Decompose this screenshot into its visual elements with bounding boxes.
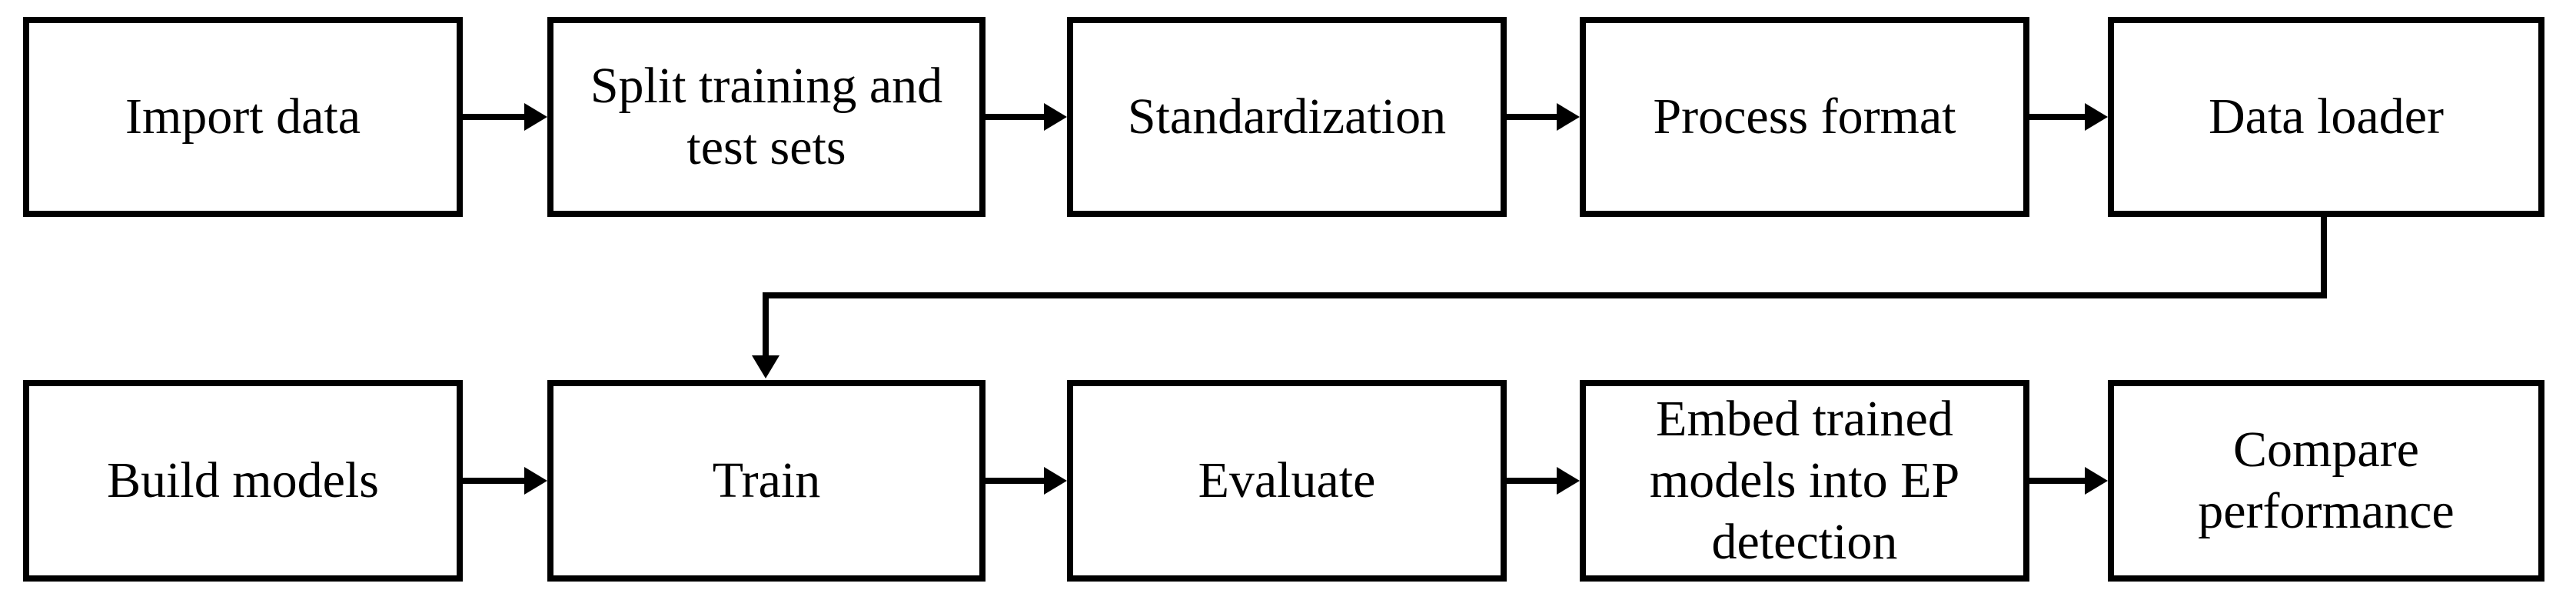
node-standardization-label: Standardization [1127, 88, 1447, 145]
node-embed-ep-detection: Embed trained models into EP detection [1580, 380, 2029, 582]
arrow-build-to-train-head-icon [524, 467, 547, 495]
node-embed-ep-detection-label: Embed trained models into EP detection [1649, 391, 1960, 570]
node-import-data-label: Import data [125, 88, 361, 145]
arrow-import-to-split-shaft [463, 114, 527, 120]
arrow-train-to-evaluate-shaft [986, 478, 1047, 484]
arrow-evaluate-to-embed-shaft [1507, 478, 1560, 484]
node-process-format-label: Process format [1653, 88, 1956, 145]
arrow-build-to-train-shaft [463, 478, 527, 484]
node-evaluate: Evaluate [1067, 380, 1507, 582]
connector-dataloader-train-vertical-entry [763, 292, 769, 357]
arrow-embed-to-compare-shaft [2029, 478, 2088, 484]
node-split-train-test: Split training and test sets [547, 17, 986, 217]
arrow-standardization-to-process-shaft [1507, 114, 1560, 120]
node-process-format: Process format [1580, 17, 2029, 217]
connector-dataloader-train-head-icon [752, 355, 779, 378]
node-build-models-label: Build models [107, 452, 379, 508]
node-build-models: Build models [23, 380, 463, 582]
node-import-data: Import data [23, 17, 463, 217]
arrow-embed-to-compare-head-icon [2085, 467, 2108, 495]
arrow-process-to-dataloader-head-icon [2085, 103, 2108, 131]
node-train-label: Train [712, 452, 821, 508]
arrow-evaluate-to-embed-head-icon [1557, 467, 1580, 495]
node-compare-performance-label: Compare performance [2198, 422, 2455, 539]
arrow-import-to-split-head-icon [524, 103, 547, 131]
arrow-split-to-standardization-head-icon [1044, 103, 1067, 131]
arrow-process-to-dataloader-shaft [2029, 114, 2088, 120]
connector-dataloader-train-vertical-drop [2321, 217, 2327, 298]
arrow-train-to-evaluate-head-icon [1044, 467, 1067, 495]
connector-dataloader-train-horizontal-run [763, 292, 2327, 298]
node-standardization: Standardization [1067, 17, 1507, 217]
node-train: Train [547, 380, 986, 582]
node-evaluate-label: Evaluate [1198, 452, 1376, 508]
node-data-loader: Data loader [2108, 17, 2544, 217]
node-data-loader-label: Data loader [2209, 88, 2444, 145]
arrow-split-to-standardization-shaft [986, 114, 1047, 120]
arrow-standardization-to-process-head-icon [1557, 103, 1580, 131]
node-compare-performance: Compare performance [2108, 380, 2544, 582]
node-split-train-test-label: Split training and test sets [590, 58, 943, 175]
